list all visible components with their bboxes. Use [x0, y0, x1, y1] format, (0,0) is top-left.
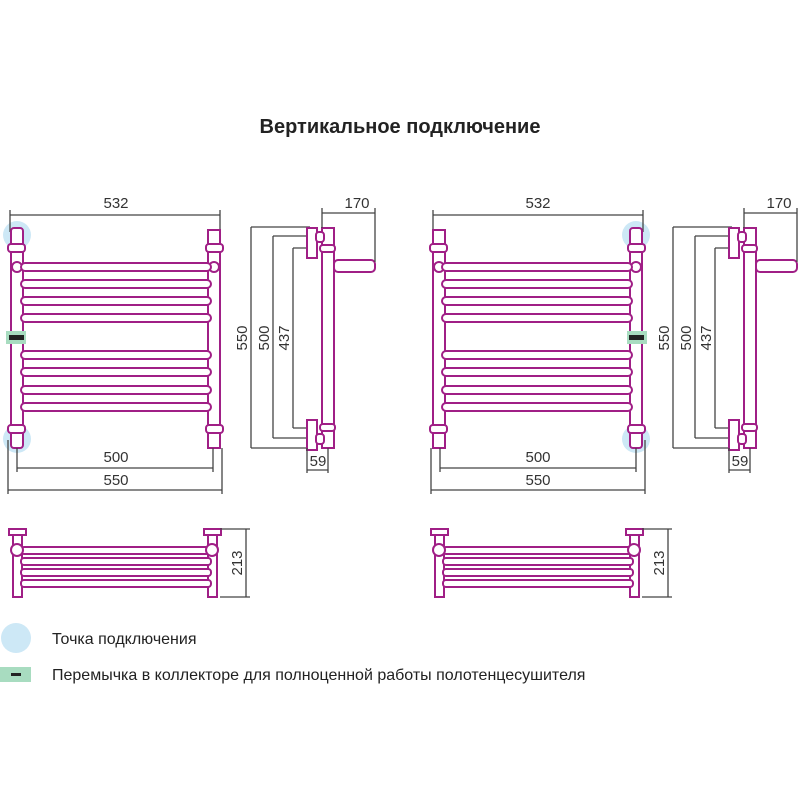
legend: Точка подключения Перемычка в коллекторе…	[0, 623, 585, 684]
right-front-view: 532 500 550	[429, 195, 650, 495]
left-side-view: 550 500 437 170 59	[234, 195, 376, 474]
dim-axis-distance: 500	[525, 449, 550, 466]
right-side-view: 550 500 437 170 59	[656, 195, 798, 474]
dim-width-top: 532	[525, 195, 550, 212]
legend-label-connection-point: Точка подключения	[52, 631, 196, 648]
dim-height-inner: 437	[698, 325, 715, 350]
dim-height-total: 550	[656, 325, 673, 350]
right-bottom-view: 213	[430, 528, 673, 598]
dim-width-total: 550	[103, 472, 128, 489]
jumper-dash	[9, 335, 24, 340]
connection-point-icon	[1, 623, 31, 653]
left-front-view: 532 500 550	[3, 195, 224, 495]
page-title: Вертикальное подключение	[260, 116, 541, 138]
dim-offset: 59	[732, 453, 749, 470]
left-bottom-view: 213	[8, 528, 251, 598]
dim-height-axis: 500	[678, 325, 695, 350]
legend-label-jumper: Перемычка в коллекторе для полноценной р…	[52, 667, 585, 684]
dim-width-top: 532	[103, 195, 128, 212]
jumper-dash	[629, 335, 644, 340]
dim-height-axis: 500	[256, 325, 273, 350]
dim-bottom-height: 213	[651, 550, 668, 575]
dim-height-inner: 437	[276, 325, 293, 350]
dim-width-total: 550	[525, 472, 550, 489]
dim-depth: 170	[766, 195, 791, 212]
dim-bottom-height: 213	[229, 550, 246, 575]
dim-axis-distance: 500	[103, 449, 128, 466]
dim-height-total: 550	[234, 325, 251, 350]
jumper-dash-icon	[11, 673, 21, 676]
dim-depth: 170	[344, 195, 369, 212]
dim-offset: 59	[310, 453, 327, 470]
